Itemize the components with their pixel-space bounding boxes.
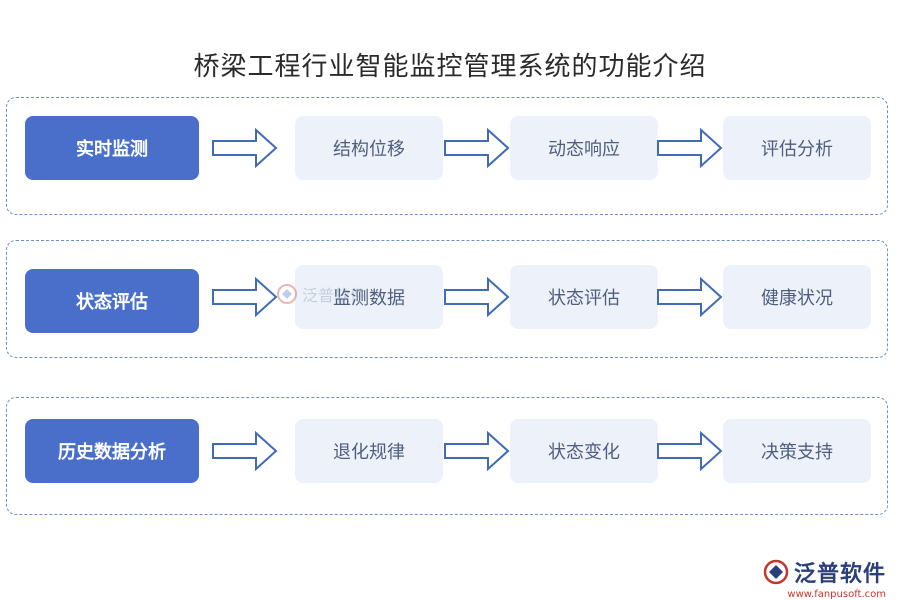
- step-box: 退化规律: [295, 419, 443, 483]
- arrow-icon: [444, 277, 510, 317]
- watermark: 泛普软件: [276, 282, 366, 306]
- brand-name: 泛普软件: [793, 562, 886, 587]
- brand-url: www.fanpusoft.com: [787, 589, 886, 600]
- arrow-icon: [657, 277, 723, 317]
- step-box: 结构位移: [295, 116, 443, 180]
- arrow-icon: [657, 128, 723, 168]
- step-box: 健康状况: [723, 265, 871, 329]
- step-box: 状态变化: [510, 419, 658, 483]
- arrow-icon: [212, 128, 278, 168]
- logo-icon: [277, 284, 297, 304]
- arrow-icon: [444, 431, 510, 471]
- step-box: 评估分析: [723, 116, 871, 180]
- row-head: 历史数据分析: [25, 419, 199, 483]
- diagram-title: 桥梁工程行业智能监控管理系统的功能介绍: [193, 52, 707, 82]
- arrow-icon: [212, 277, 278, 317]
- arrow-icon: [212, 431, 278, 471]
- row-historical-analysis: 历史数据分析 退化规律 状态变化 决策支持: [6, 397, 888, 515]
- arrow-icon: [657, 431, 723, 471]
- row-head: 状态评估: [25, 269, 199, 333]
- brand-logo: 泛普软件 www.fanpusoft.com: [762, 556, 886, 600]
- row-realtime-monitoring: 实时监测 结构位移 动态响应 评估分析: [6, 97, 888, 215]
- row-head: 实时监测: [25, 116, 199, 180]
- row-status-assessment: 状态评估 监测数据 状态评估 健康状况: [6, 240, 888, 358]
- watermark-text: 泛普软件: [302, 286, 367, 305]
- step-box: 动态响应: [510, 116, 658, 180]
- step-box: 状态评估: [510, 265, 658, 329]
- step-box: 决策支持: [723, 419, 871, 483]
- logo-icon: [763, 559, 789, 585]
- step-box: 监测数据: [295, 265, 443, 329]
- arrow-icon: [444, 128, 510, 168]
